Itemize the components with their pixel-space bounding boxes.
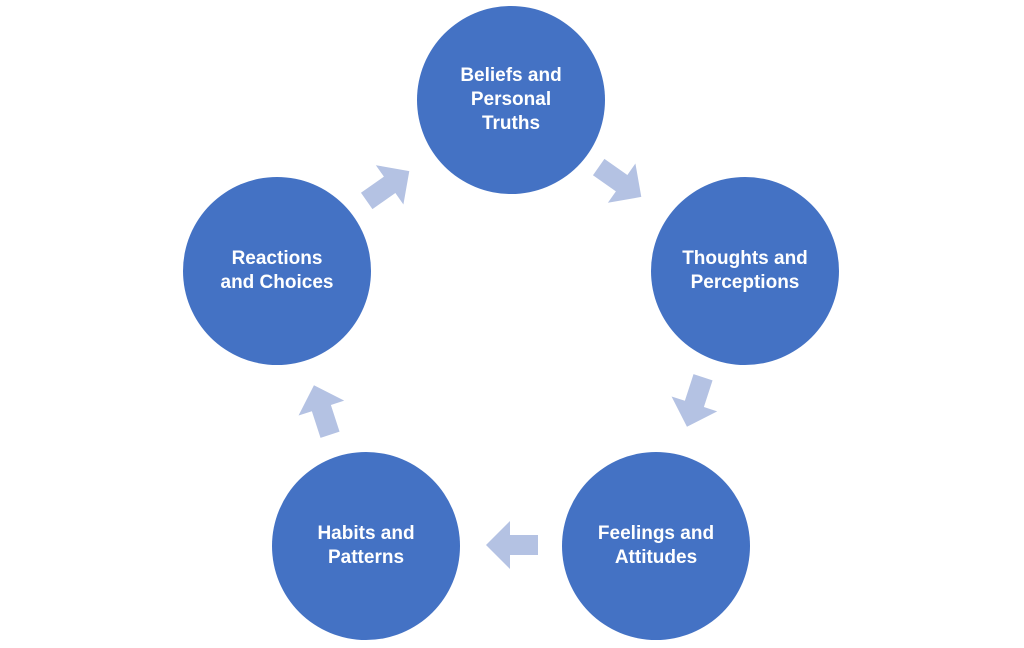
arrow-shape — [298, 385, 345, 438]
arrow-shape — [671, 374, 718, 427]
node-label: Habits and Patterns — [317, 523, 415, 568]
node-label: Thoughts and Perceptions — [682, 248, 808, 293]
node-label: Beliefs and Personal Truths — [460, 65, 562, 134]
arrow-shape — [592, 158, 642, 203]
node-feelings-and-attitudes: Feelings and Attitudes — [562, 452, 750, 640]
node-reactions-and-choices: Reactions and Choices — [183, 177, 371, 365]
node-thoughts-and-perceptions: Thoughts and Perceptions — [651, 177, 839, 365]
arrow-shape — [486, 521, 538, 569]
node-beliefs-and-personal-truths: Beliefs and Personal Truths — [417, 6, 605, 194]
node-label: Reactions and Choices — [220, 248, 334, 293]
node-habits-and-patterns: Habits and Patterns — [272, 452, 460, 640]
node-label: Feelings and Attitudes — [597, 523, 715, 568]
arrow-shape — [360, 165, 410, 210]
